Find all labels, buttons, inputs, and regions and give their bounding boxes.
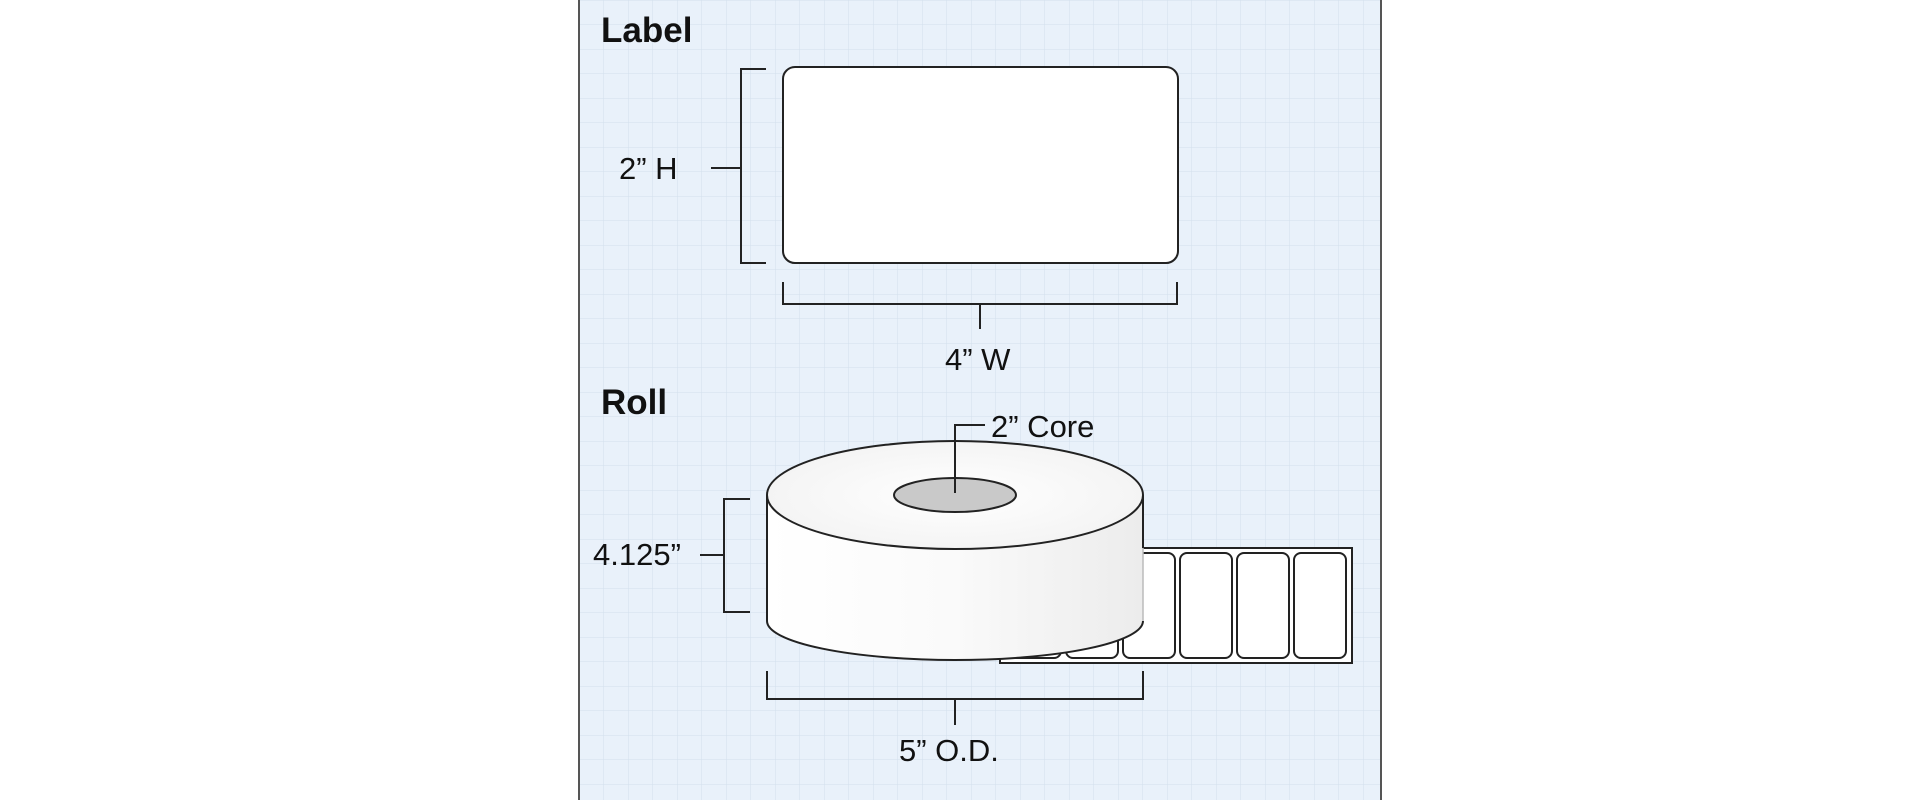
core-text: 2” Core bbox=[991, 409, 1094, 444]
label-width-text: 4” W bbox=[945, 342, 1011, 377]
outer-diameter-text: 5” O.D. bbox=[899, 733, 999, 768]
roll-label bbox=[1236, 552, 1290, 659]
label-section-title: Label bbox=[601, 11, 692, 50]
roll-outline bbox=[766, 495, 1144, 661]
label-shape bbox=[782, 66, 1179, 264]
label-height-text: 2” H bbox=[619, 151, 678, 186]
core-leader bbox=[954, 424, 985, 493]
roll-width-text: 4.125” bbox=[593, 537, 681, 572]
roll-label bbox=[1293, 552, 1347, 659]
roll-section-title: Roll bbox=[601, 383, 667, 422]
roll-label bbox=[1179, 552, 1233, 659]
label-height-bracket bbox=[740, 68, 766, 264]
